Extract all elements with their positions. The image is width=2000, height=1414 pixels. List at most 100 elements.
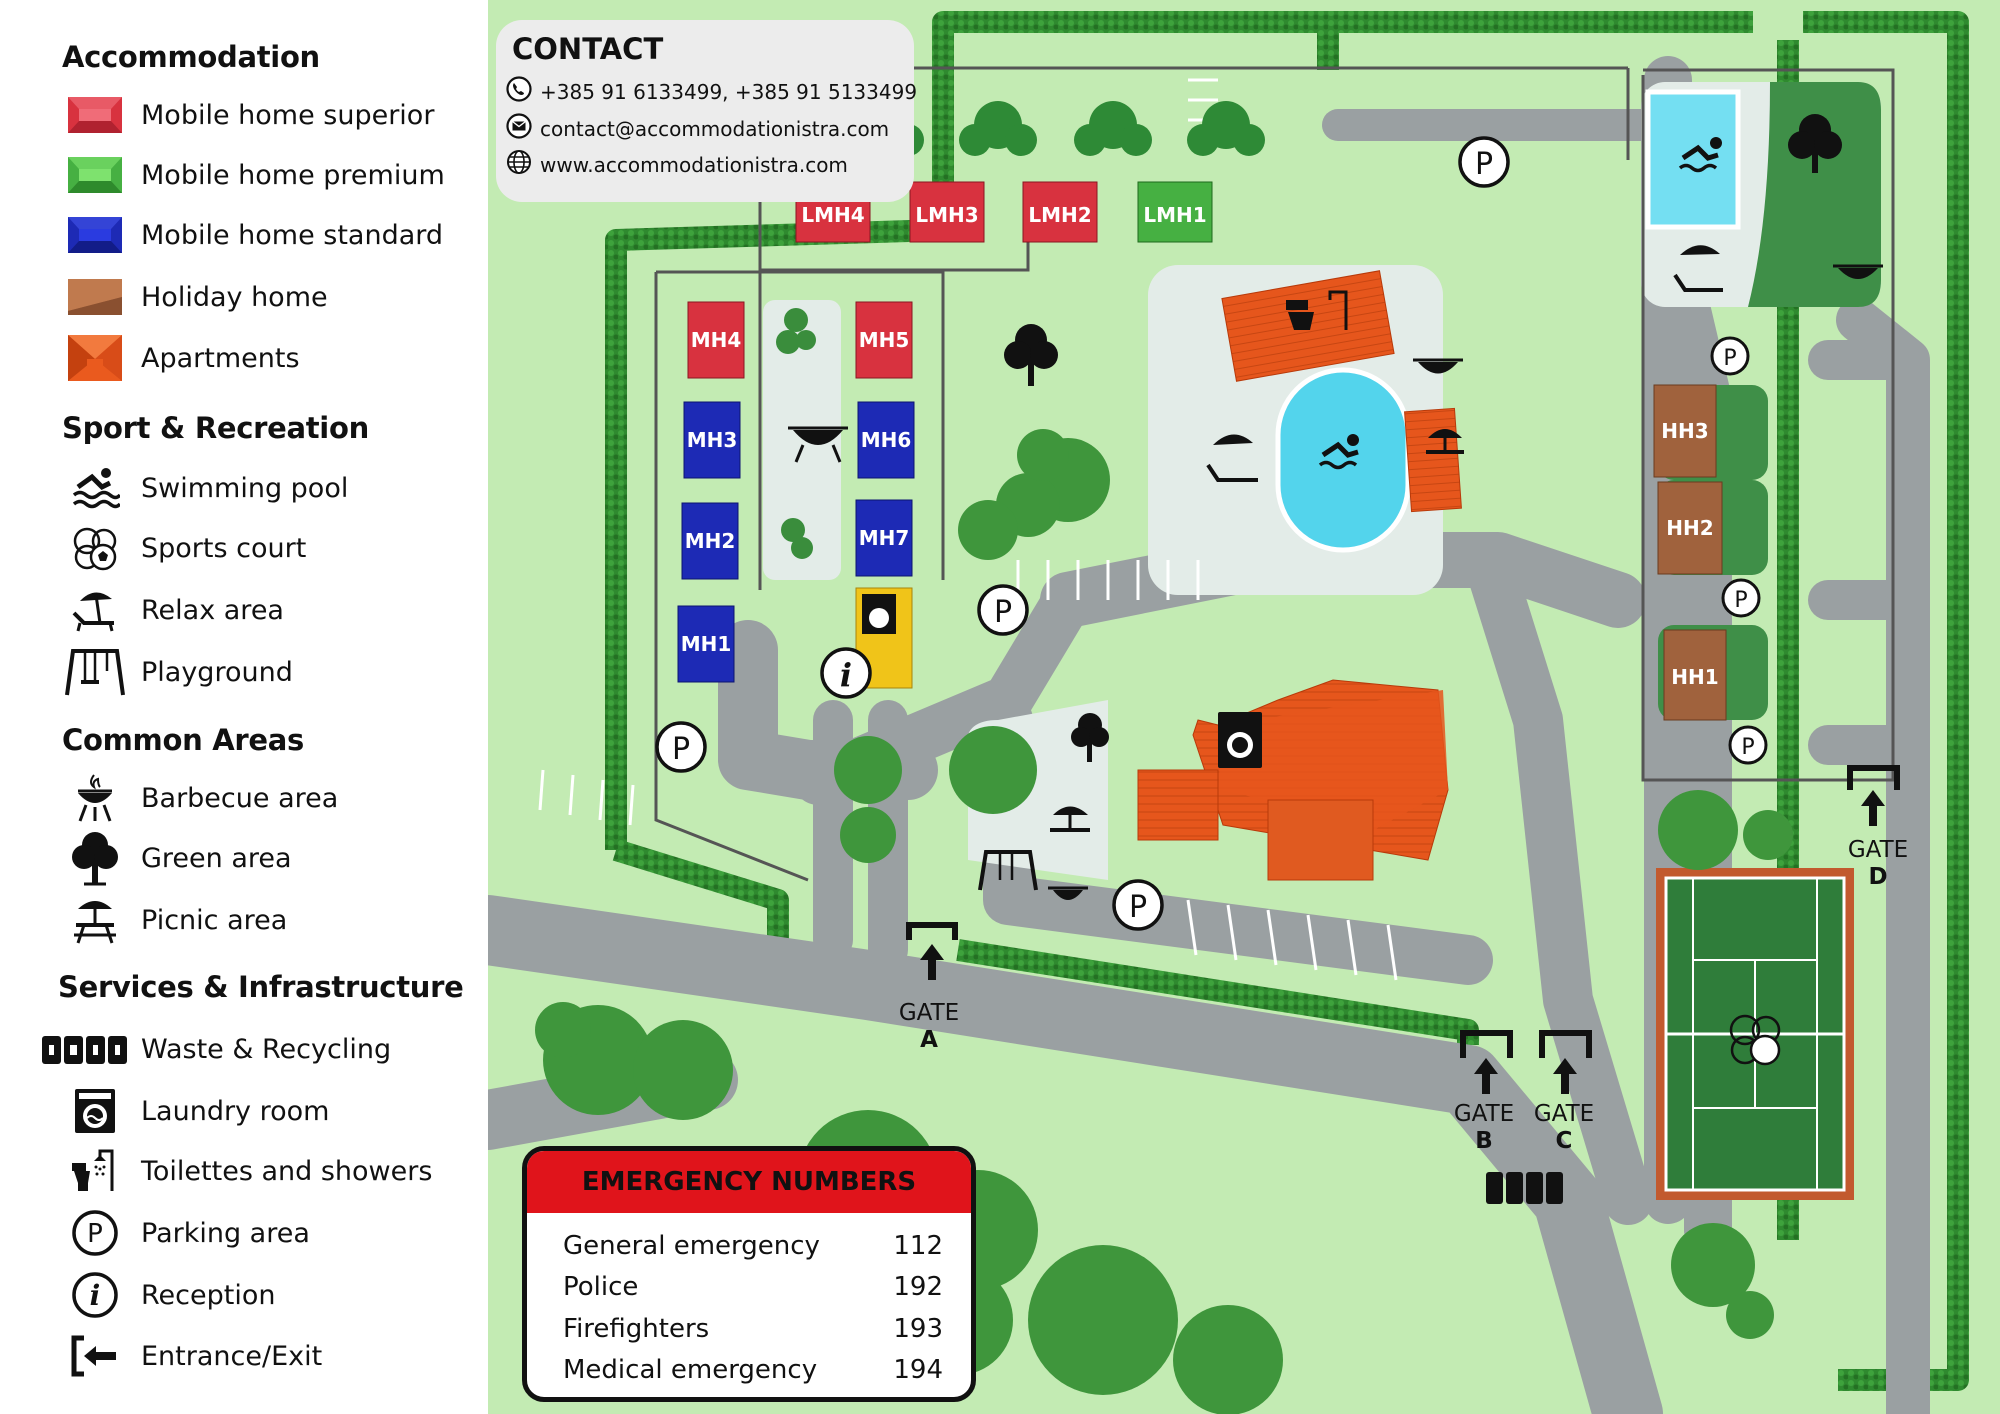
unit-lmh1[interactable]: LMH1	[1137, 181, 1213, 243]
emergency-row: Police 192	[563, 1266, 943, 1306]
grill-icon	[1413, 358, 1463, 374]
grill-icon	[1833, 264, 1883, 279]
legend-label: Laundry room	[141, 1096, 330, 1127]
grill-icon	[1048, 886, 1088, 900]
unit-hh3[interactable]: HH3	[1653, 384, 1717, 478]
legend-item-laundry: Laundry room	[62, 1086, 482, 1136]
legend-item-parking: P Parking area	[62, 1208, 482, 1258]
gate-b-word: GATE	[1454, 1101, 1514, 1127]
svg-text:i: i	[840, 656, 852, 694]
legend-item-waste: Waste & Recycling	[40, 1024, 460, 1074]
grill-icon	[62, 773, 128, 823]
contact-email[interactable]: contact@accommodationistra.com	[506, 113, 889, 145]
legend-label: Sports court	[141, 533, 307, 564]
legend-label: Swimming pool	[141, 473, 349, 504]
emergency-number: 194	[893, 1355, 943, 1385]
svg-text:P: P	[1723, 346, 1736, 371]
emergency-name: General emergency	[563, 1231, 820, 1261]
emergency-name: Police	[563, 1272, 639, 1302]
legend-item-entrance: Entrance/Exit	[62, 1331, 482, 1381]
unit-hh1[interactable]: HH1	[1663, 629, 1727, 721]
swing-icon	[62, 647, 128, 697]
picnic-icon	[62, 895, 128, 945]
sunbed-icon	[62, 585, 128, 635]
legend-item-mobile-home-standard: Mobile home standard	[62, 210, 482, 260]
contact-email-text: contact@accommodationistra.com	[540, 117, 890, 141]
contact-web-text: www.accommodationistra.com	[540, 153, 848, 177]
legend-label: Mobile home superior	[141, 100, 435, 131]
legend-heading-services: Services & Infrastructure	[58, 970, 464, 1004]
legend-label: Mobile home premium	[141, 160, 445, 191]
unit-hh2[interactable]: HH2	[1657, 481, 1723, 575]
grill-icon	[788, 426, 848, 463]
email-icon	[506, 113, 532, 142]
svg-text:P: P	[1475, 147, 1493, 182]
legend-item-relax-area: Relax area	[62, 585, 482, 635]
legend-label: Relax area	[141, 595, 284, 626]
picnic-icon	[1426, 429, 1464, 454]
svg-text:P: P	[672, 732, 690, 767]
unit-mh7[interactable]: MH7	[855, 499, 913, 577]
legend-item-apartments: Apartments	[62, 333, 482, 383]
legend-label: Toilettes and showers	[141, 1156, 433, 1187]
gate-c-letter: C	[1556, 1128, 1573, 1154]
legend-item-barbecue-area: Barbecue area	[62, 773, 482, 823]
contact-web[interactable]: www.accommodationistra.com	[506, 149, 848, 181]
svg-text:P: P	[994, 595, 1012, 630]
unit-mh2[interactable]: MH2	[681, 502, 739, 580]
legend-item-green-area: Green area	[62, 832, 482, 886]
legend-item-playground: Playground	[62, 647, 482, 697]
washer-icon	[62, 1086, 128, 1136]
orange-roof-icon	[62, 333, 128, 383]
unit-label: LMH3	[915, 203, 978, 227]
unit-mh4[interactable]: MH4	[687, 301, 745, 379]
svg-text:i: i	[90, 1279, 101, 1312]
unit-label: MH4	[691, 328, 742, 352]
svg-text:P: P	[1734, 588, 1747, 613]
contact-title: CONTACT	[512, 32, 664, 66]
swimming-icon	[1318, 434, 1359, 470]
toilet-shower-icon	[1286, 290, 1348, 330]
parking-marker: P	[1710, 336, 1750, 376]
unit-lmh3[interactable]: LMH3	[909, 181, 985, 243]
unit-label: MH2	[685, 529, 736, 553]
red-roof-icon	[62, 90, 128, 140]
unit-mh3[interactable]: MH3	[683, 401, 741, 479]
parking-marker: P	[977, 584, 1029, 636]
legend-label: Barbecue area	[141, 783, 339, 814]
globe-icon	[506, 150, 532, 178]
unit-label: HH3	[1661, 419, 1708, 443]
mh-central-strip	[763, 300, 841, 580]
legend-label: Parking area	[141, 1218, 310, 1249]
emergency-number: 192	[893, 1272, 943, 1302]
svg-text:P: P	[87, 1219, 103, 1249]
legend-item-toilettes: Toilettes and showers	[62, 1146, 482, 1196]
legend-item-swimming-pool: Swimming pool	[62, 463, 482, 513]
svg-text:P: P	[1129, 890, 1147, 925]
legend-label: Waste & Recycling	[141, 1034, 392, 1065]
unit-label: MH1	[681, 632, 732, 656]
phone-icon	[506, 76, 532, 105]
unit-lmh2[interactable]: LMH2	[1022, 181, 1098, 243]
campsite-map: LMH4 LMH3 LMH2 LMH1 MH4 MH5 MH3 MH6 MH2 …	[488, 0, 2000, 1414]
contact-phone[interactable]: +385 91 6133499, +385 91 5133499	[506, 76, 917, 108]
unit-mh6[interactable]: MH6	[857, 401, 915, 479]
unit-mh1[interactable]: MH1	[677, 605, 735, 683]
washer-icon	[1218, 712, 1262, 768]
emergency-title: EMERGENCY NUMBERS	[527, 1151, 971, 1213]
contact-phone-text: +385 91 6133499, +385 91 5133499	[540, 80, 918, 104]
toilet-shower-icon	[62, 1146, 128, 1196]
gate-a-word: GATE	[899, 1000, 959, 1026]
unit-label: MH3	[687, 428, 738, 452]
unit-label: LMH2	[1028, 203, 1091, 227]
unit-mh5[interactable]: MH5	[855, 301, 913, 379]
waste-bins	[1486, 1172, 1563, 1204]
unit-label: MH6	[861, 428, 912, 452]
